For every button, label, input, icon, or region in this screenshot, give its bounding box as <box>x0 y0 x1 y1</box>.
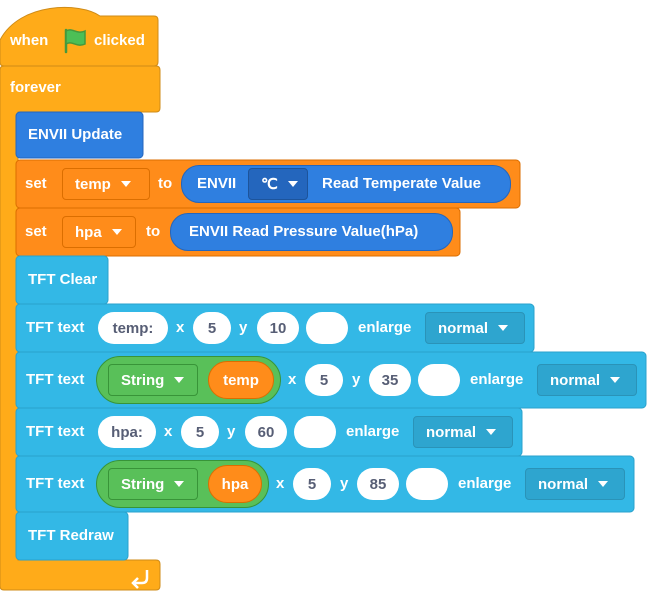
tft-text-3-label: TFT text <box>26 423 85 440</box>
set-temp-to-label: to <box>158 175 173 192</box>
tft-text-4-x-label: x <box>276 475 285 492</box>
caret-down-icon <box>120 181 131 187</box>
envii-update-block-shape[interactable] <box>15 111 144 159</box>
tft-text-2-enlarge-dropdown[interactable]: normal <box>537 364 637 396</box>
caret-down-icon <box>174 377 185 383</box>
temp-variable-reporter[interactable]: temp <box>208 361 274 399</box>
when-label: when <box>10 32 49 49</box>
read-temperate-value-label: Read Temperate Value <box>322 175 481 192</box>
envii-read-temperature-reporter[interactable] <box>181 165 511 203</box>
tft-text-3-enlarge-value: normal <box>426 423 477 441</box>
hpa-variable-dropdown[interactable]: hpa <box>62 216 136 248</box>
hpa-variable-reporter-label: hpa <box>221 475 249 493</box>
temperature-unit-dropdown[interactable]: ℃ <box>248 168 308 200</box>
tft-text-1-color-input[interactable] <box>306 312 348 344</box>
temp-variable-label: temp <box>75 175 111 193</box>
forever-label: forever <box>10 79 61 96</box>
temp-variable-reporter-label: temp <box>223 371 259 389</box>
set-hpa-to-label: to <box>146 223 161 240</box>
tft-text-3-color-input[interactable] <box>294 416 336 448</box>
tft-text-4-label: TFT text <box>26 475 85 492</box>
caret-down-icon <box>486 429 497 435</box>
tft-text-1-y-label: y <box>239 319 248 336</box>
hpa-variable-reporter[interactable]: hpa <box>208 465 262 503</box>
caret-down-icon <box>111 229 122 235</box>
envii-reporter-label: ENVII <box>197 175 237 192</box>
caret-down-icon <box>287 181 298 187</box>
tft-text-4-enlarge-dropdown[interactable]: normal <box>525 468 625 500</box>
tft-text-1-text-input[interactable]: temp: <box>98 312 168 344</box>
tft-text-3-enlarge-dropdown[interactable]: normal <box>413 416 513 448</box>
tft-text-4-enlarge-label: enlarge <box>458 475 512 492</box>
tft-text-2-x-label: x <box>288 371 297 388</box>
tft-text-2-string-label: String <box>121 371 165 389</box>
tft-text-4-y-input[interactable]: 85 <box>357 468 399 500</box>
envii-read-pressure-label: ENVII Read Pressure Value(hPa) <box>189 223 419 240</box>
tft-text-4-enlarge-value: normal <box>538 475 589 493</box>
temperature-unit-label: ℃ <box>261 176 278 193</box>
tft-text-1-enlarge-value: normal <box>438 319 489 337</box>
tft-text-1-x-input[interactable]: 5 <box>193 312 231 344</box>
tft-text-1-y-input[interactable]: 10 <box>257 312 299 344</box>
tft-text-4-string-dropdown[interactable]: String <box>108 468 198 500</box>
set-temp-set-label: set <box>25 175 47 192</box>
set-hpa-set-label: set <box>25 223 47 240</box>
caret-down-icon <box>610 377 621 383</box>
tft-text-1-enlarge-dropdown[interactable]: normal <box>425 312 525 344</box>
tft-text-2-enlarge-label: enlarge <box>470 371 524 388</box>
tft-text-3-y-label: y <box>227 423 236 440</box>
envii-read-pressure-reporter[interactable] <box>170 213 453 251</box>
temp-variable-dropdown[interactable]: temp <box>62 168 150 200</box>
tft-text-2-y-label: y <box>352 371 361 388</box>
tft-text-4-x-input[interactable]: 5 <box>293 468 331 500</box>
tft-clear-label: TFT Clear <box>28 271 98 288</box>
loop-arrow-icon <box>131 570 149 589</box>
tft-text-2-x-input[interactable]: 5 <box>305 364 343 396</box>
tft-text-3-text-input[interactable]: hpa: <box>98 416 156 448</box>
tft-redraw-label: TFT Redraw <box>28 527 114 544</box>
tft-text-2-y-input[interactable]: 35 <box>369 364 411 396</box>
tft-text-2-enlarge-value: normal <box>550 371 601 389</box>
hpa-variable-label: hpa <box>75 223 102 241</box>
caret-down-icon <box>598 481 609 487</box>
tft-text-4-color-input[interactable] <box>406 468 448 500</box>
tft-text-4-string-label: String <box>121 475 165 493</box>
tft-text-1-label: TFT text <box>26 319 85 336</box>
tft-text-3-enlarge-label: enlarge <box>346 423 400 440</box>
tft-text-3-x-input[interactable]: 5 <box>181 416 219 448</box>
caret-down-icon <box>498 325 509 331</box>
envii-update-label: ENVII Update <box>28 126 123 143</box>
clicked-label: clicked <box>94 32 145 49</box>
tft-text-4-y-label: y <box>340 475 349 492</box>
tft-text-2-string-dropdown[interactable]: String <box>108 364 198 396</box>
tft-redraw-block-shape[interactable] <box>15 511 129 561</box>
tft-text-1-enlarge-label: enlarge <box>358 319 412 336</box>
green-flag-icon <box>64 28 86 54</box>
tft-text-1-x-label: x <box>176 319 185 336</box>
tft-text-3-x-label: x <box>164 423 173 440</box>
tft-text-2-color-input[interactable] <box>418 364 460 396</box>
tft-text-3-y-input[interactable]: 60 <box>245 416 287 448</box>
caret-down-icon <box>174 481 185 487</box>
tft-text-2-label: TFT text <box>26 371 85 388</box>
